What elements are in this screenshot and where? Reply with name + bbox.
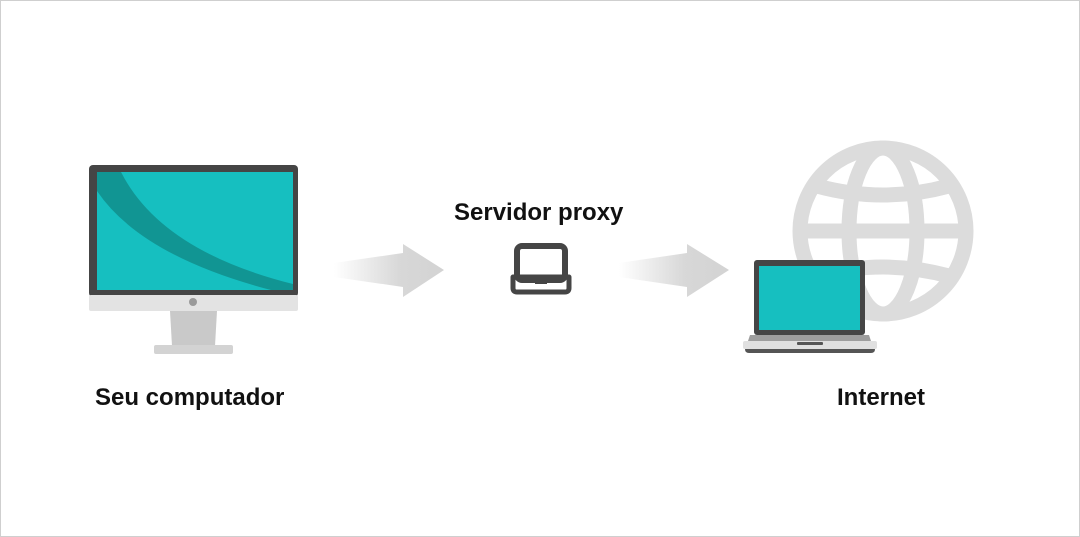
label-servidor-proxy: Servidor proxy: [454, 199, 624, 226]
label-internet: Internet: [837, 384, 926, 411]
desktop-monitor-icon: [89, 165, 298, 354]
arrow-proxy-to-internet: [619, 244, 729, 297]
laptop-icon: [743, 260, 877, 353]
arrow-computer-to-proxy: [334, 244, 444, 297]
laptop-outline-icon: [510, 243, 572, 295]
label-seu-computador: Seu computador: [95, 384, 285, 411]
